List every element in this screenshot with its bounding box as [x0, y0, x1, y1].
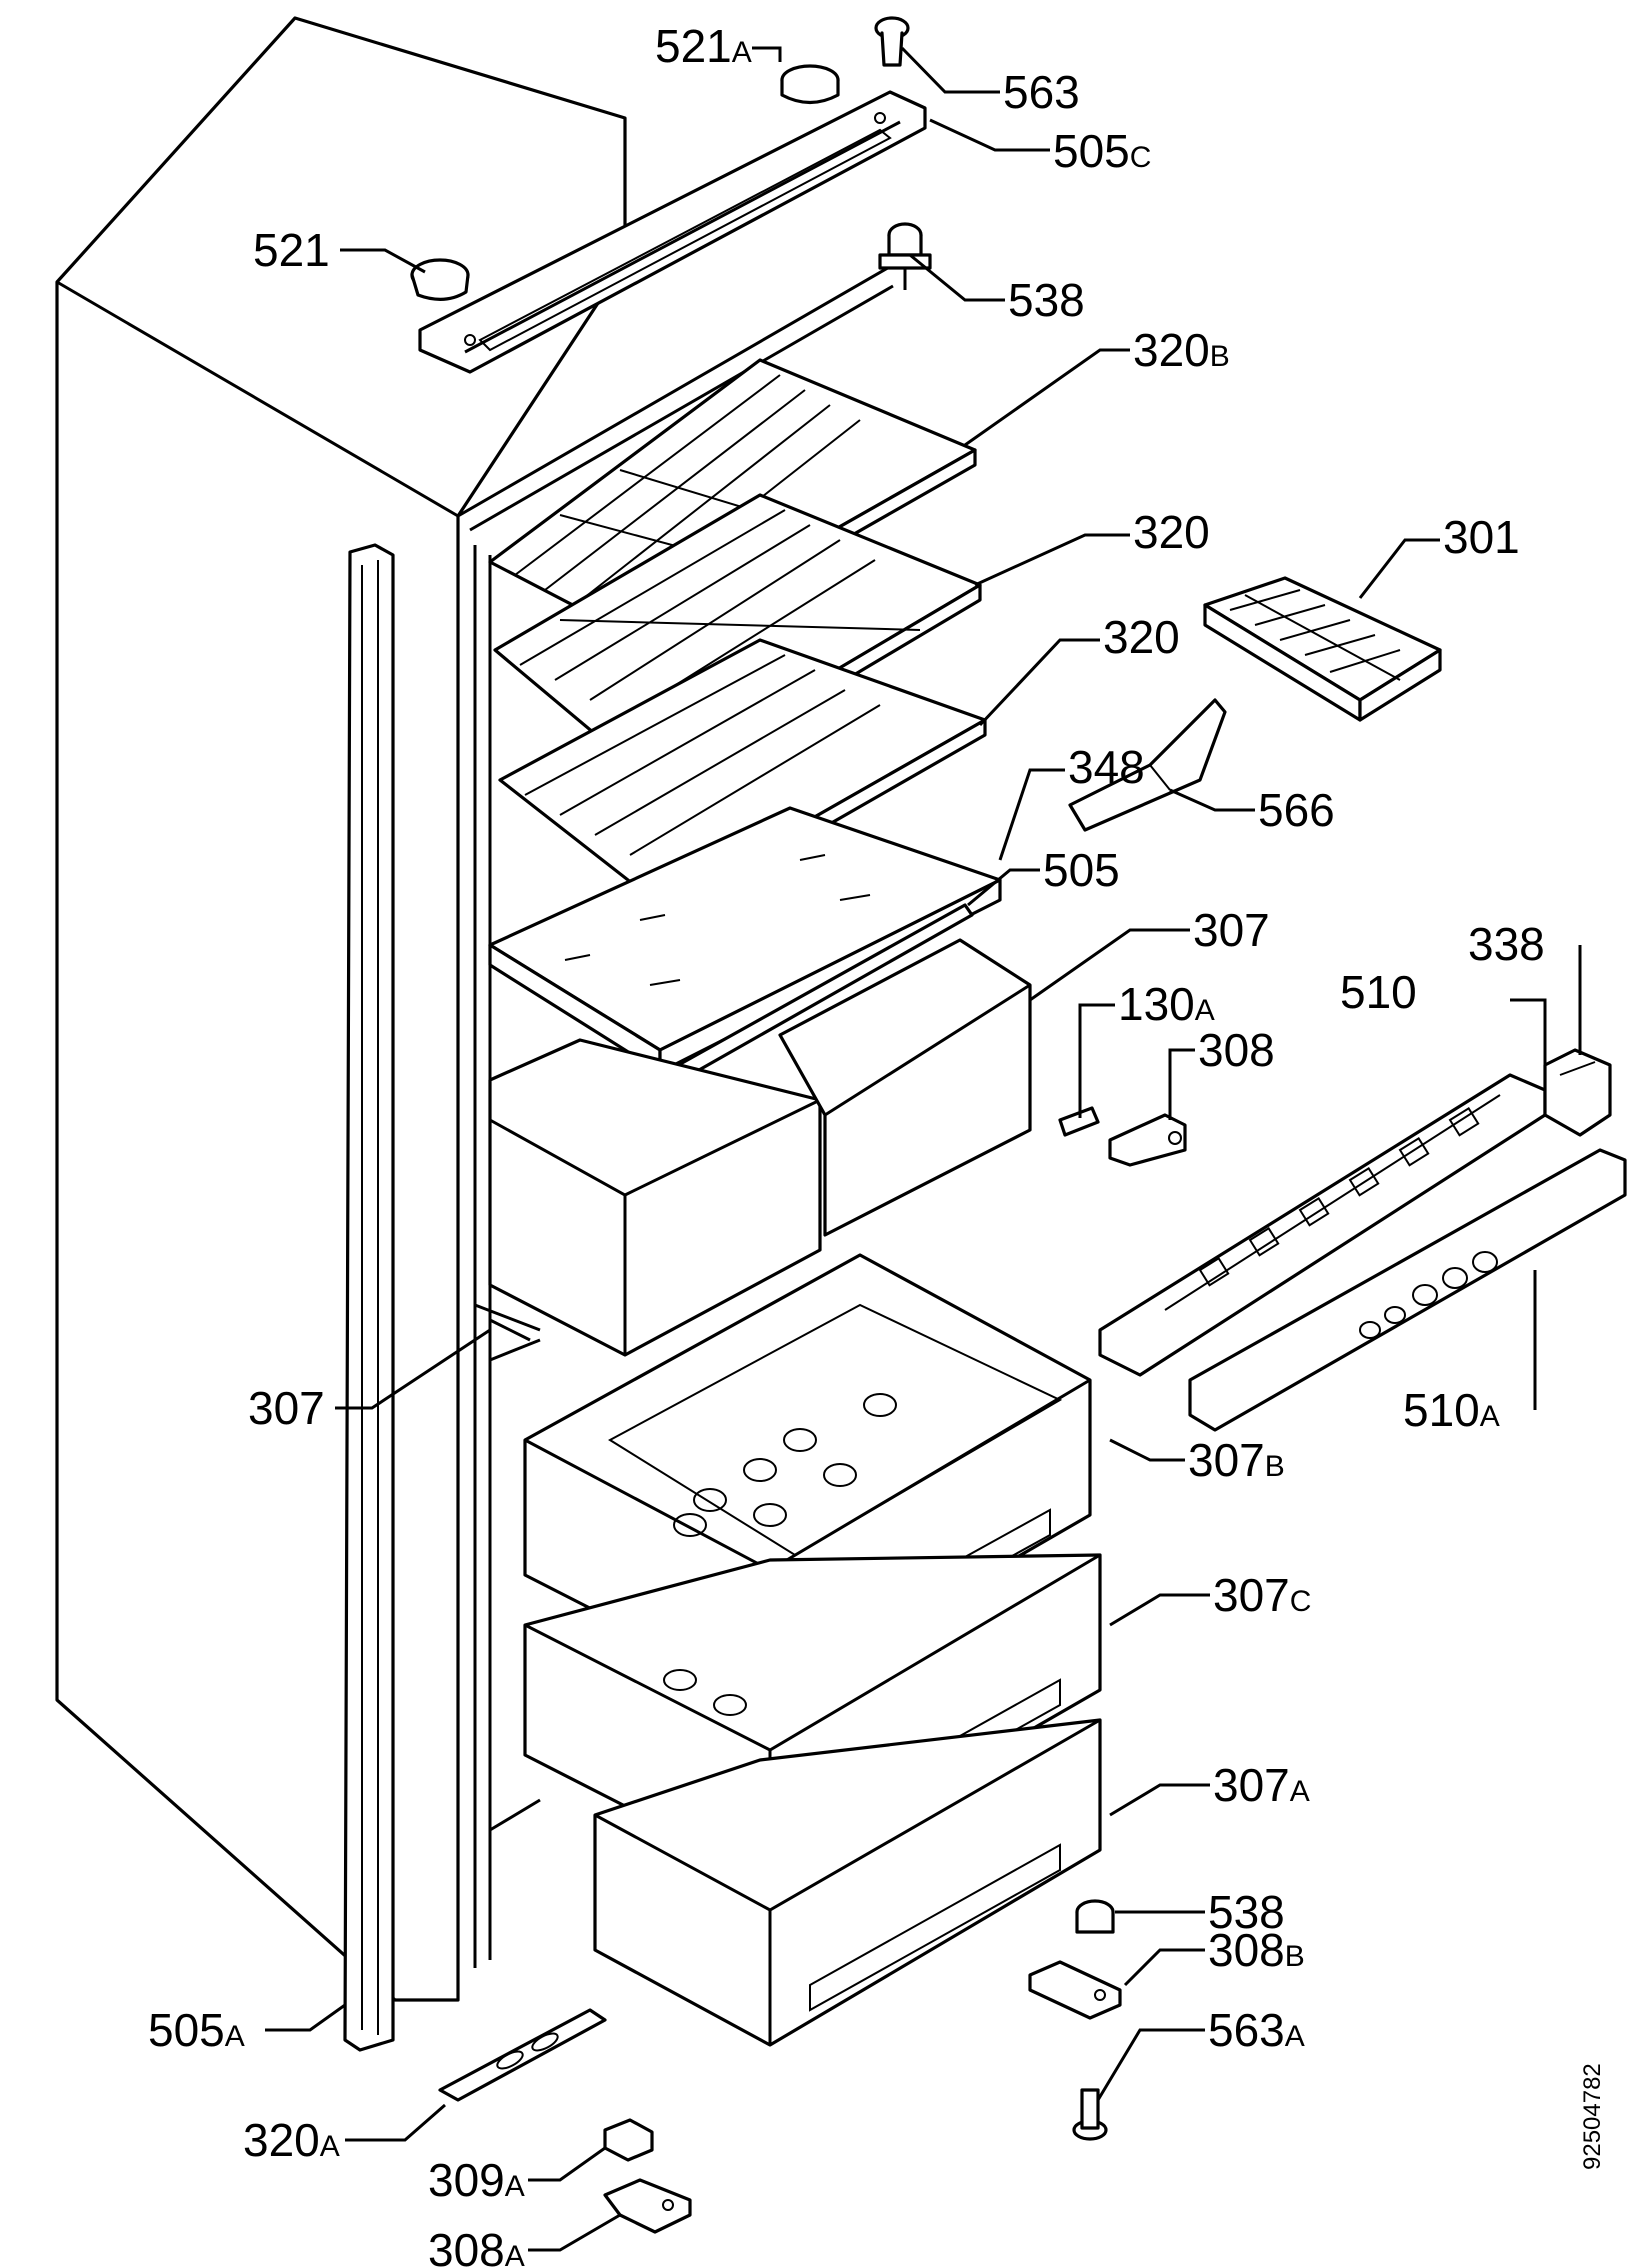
- callout-308a: 308A: [428, 2224, 525, 2267]
- callout-307-left: 307: [248, 1382, 325, 1434]
- drawing-number: 92504782: [1579, 2063, 1606, 2170]
- callout-307-top: 307: [1193, 904, 1270, 956]
- callout-320-upper: 320: [1133, 506, 1210, 558]
- callout-307a: 307A: [1213, 1759, 1310, 1811]
- rail-320a: [438, 2008, 607, 2102]
- panel-cover-510a: [1188, 1148, 1627, 1432]
- top-rail-505c: [418, 90, 927, 374]
- callout-320-lower: 320: [1103, 611, 1180, 663]
- callout-510a: 510A: [1403, 1384, 1500, 1436]
- callout-505c: 505C: [1053, 125, 1151, 177]
- callout-labels: 521A 563 505C 521 538 320B 320 301 320 3…: [148, 20, 1545, 2267]
- cabinet-body: [55, 16, 907, 2052]
- screw-563: [874, 16, 910, 67]
- callout-521a: 521A: [655, 20, 752, 72]
- cap-309a: [603, 2118, 654, 2162]
- hinge-cap-521: [410, 258, 470, 301]
- callout-320b: 320B: [1133, 324, 1230, 376]
- callout-538-bottom: 538: [1208, 1886, 1285, 1938]
- callout-308b: 308B: [1208, 1924, 1305, 1976]
- leader-lines: [265, 46, 1582, 2252]
- ice-tray-301: [1203, 576, 1442, 722]
- callout-505: 505: [1043, 844, 1120, 896]
- callout-130a: 130A: [1118, 978, 1215, 1030]
- callout-521: 521: [253, 224, 330, 276]
- callout-301: 301: [1443, 511, 1520, 563]
- drawer-307-left: [488, 1038, 822, 1357]
- screw-563a: [1072, 2088, 1108, 2141]
- callout-307b: 307B: [1188, 1434, 1285, 1486]
- callout-308: 308: [1198, 1024, 1275, 1076]
- callout-338: 338: [1468, 918, 1545, 970]
- cap-538-bottom: [1075, 1899, 1115, 1934]
- drawer-307a: [593, 1718, 1102, 2047]
- callout-563: 563: [1003, 66, 1080, 118]
- end-cap-338: [1543, 1048, 1612, 1137]
- hinge-cap-538-top: [878, 222, 932, 270]
- hinge-308a: [603, 2178, 692, 2234]
- callout-538-top: 538: [1008, 274, 1085, 326]
- control-panel-510: [1098, 1073, 1547, 1377]
- callout-309a: 309A: [428, 2154, 525, 2206]
- drawer-307-right: [778, 938, 1032, 1237]
- ice-scraper-566: [1068, 698, 1227, 832]
- callout-505a: 505A: [148, 2004, 245, 2056]
- callout-307c: 307C: [1213, 1569, 1311, 1621]
- callout-348: 348: [1068, 741, 1145, 793]
- hinge-308b: [1028, 1960, 1122, 2020]
- callout-320a: 320A: [243, 2114, 340, 2166]
- callout-510: 510: [1340, 966, 1417, 1018]
- callout-563a: 563A: [1208, 2004, 1305, 2056]
- callout-566: 566: [1258, 784, 1335, 836]
- hinge-cap-521a: [780, 64, 840, 105]
- hinge-308: [1108, 1113, 1187, 1167]
